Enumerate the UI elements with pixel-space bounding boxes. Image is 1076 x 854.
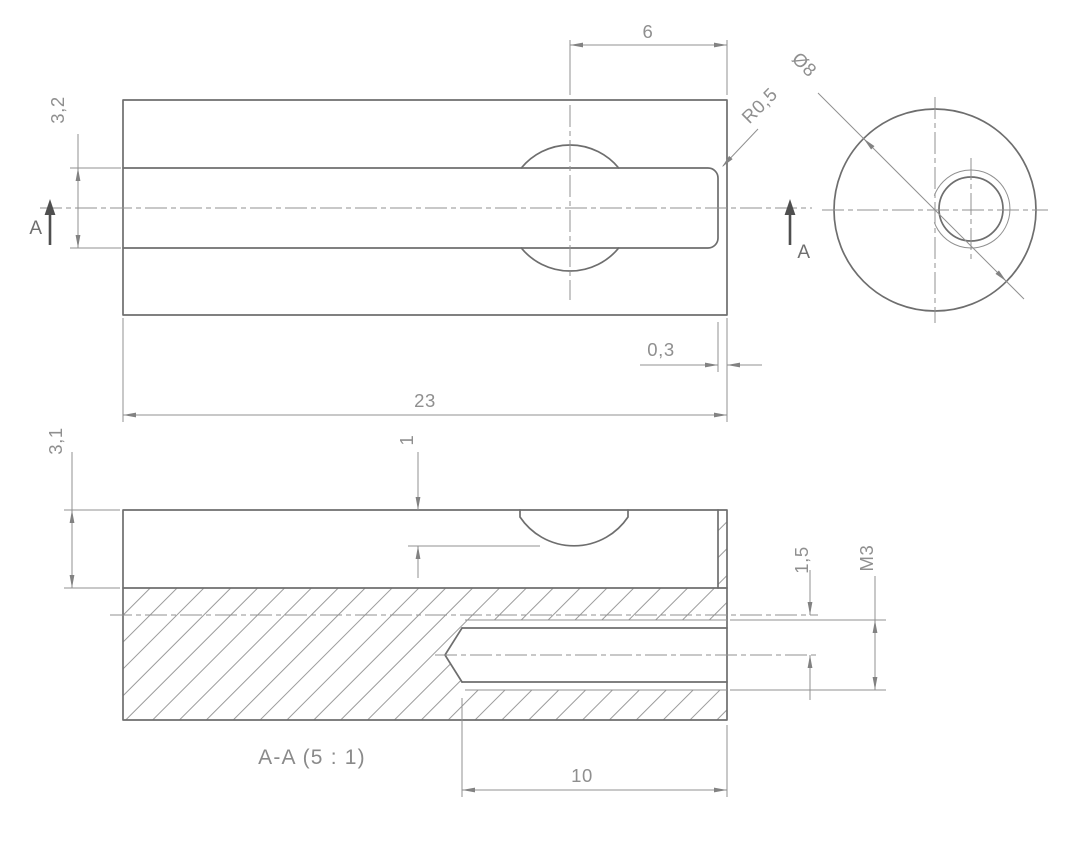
section-outline (122, 509, 728, 721)
arrowhead (861, 136, 875, 150)
cutting-plane-left: A (29, 199, 56, 245)
arrowhead (462, 787, 475, 793)
arrowhead (807, 655, 813, 668)
thread-major-arc (933, 169, 1011, 249)
arrowhead (570, 42, 583, 48)
arrowhead (415, 497, 421, 510)
arrowhead (123, 412, 136, 418)
cut-arrowhead (44, 199, 56, 215)
section-hatch-area (123, 588, 727, 720)
dimension-line (817, 92, 1025, 300)
cut-label-left: A (29, 218, 42, 239)
end-view: Ø8 (788, 48, 1048, 323)
end-wall-hatch-area (718, 510, 727, 588)
dim-text-diameter-8: Ø8 (788, 48, 821, 81)
dim-groove-depth-1: 1 (396, 435, 540, 578)
dim-text-3-1: 3,1 (45, 427, 66, 455)
dim-text-3-2: 3,2 (47, 96, 68, 124)
dim-text-6: 6 (643, 21, 654, 42)
dim-hole-offset-1-5: 1,5 (791, 546, 813, 700)
arrowhead (807, 602, 813, 615)
leader-radius-r05: R0,5 (720, 83, 781, 169)
arrowhead (872, 677, 878, 690)
dim-length-23: 23 (122, 318, 728, 422)
dim-text-0-3: 0,3 (647, 339, 675, 360)
arrowhead (727, 362, 740, 368)
dim-text-1: 1 (396, 435, 417, 446)
arrowhead (705, 362, 718, 368)
groove-profile (519, 509, 629, 547)
cut-label-right: A (797, 242, 810, 263)
arrowhead (75, 235, 81, 248)
arrowhead (714, 42, 727, 48)
arrowhead (872, 620, 878, 633)
dim-text-1-5: 1,5 (791, 546, 812, 574)
dim-text-r05: R0,5 (737, 83, 781, 127)
side-view: 6 3,2 R0,5 0,3 (29, 21, 812, 422)
dim-top-depth-3-1: 3,1 (45, 427, 120, 589)
arrowhead (995, 270, 1009, 284)
dim-diameter-8: Ø8 (788, 48, 1025, 300)
dim-text-10: 10 (571, 765, 593, 786)
arrowhead (415, 546, 421, 559)
arrowhead (69, 575, 75, 588)
dim-text-23: 23 (414, 390, 436, 411)
cutting-plane-right: A (784, 199, 810, 263)
body-outline (122, 99, 728, 316)
dim-thread-depth-10: 10 (461, 698, 728, 797)
dim-slot-height-3-2: 3,2 (47, 96, 121, 249)
dim-end-wall-0-3: 0,3 (640, 322, 762, 372)
dim-width-6: 6 (569, 21, 728, 95)
threaded-hole (444, 619, 728, 691)
cut-arrowhead (784, 199, 796, 215)
cross-hole-bottom-arc (520, 247, 620, 272)
arrowhead (714, 412, 727, 418)
dim-text-m3: M3 (856, 545, 877, 572)
arrowhead (69, 510, 75, 523)
arrowhead (75, 168, 81, 181)
section-title: A-A (5 : 1) (258, 746, 366, 769)
section-view: 3,1 1 1,5 M3 (45, 427, 886, 797)
dim-thread-m3: M3 (730, 545, 886, 691)
arrowhead (714, 787, 727, 793)
